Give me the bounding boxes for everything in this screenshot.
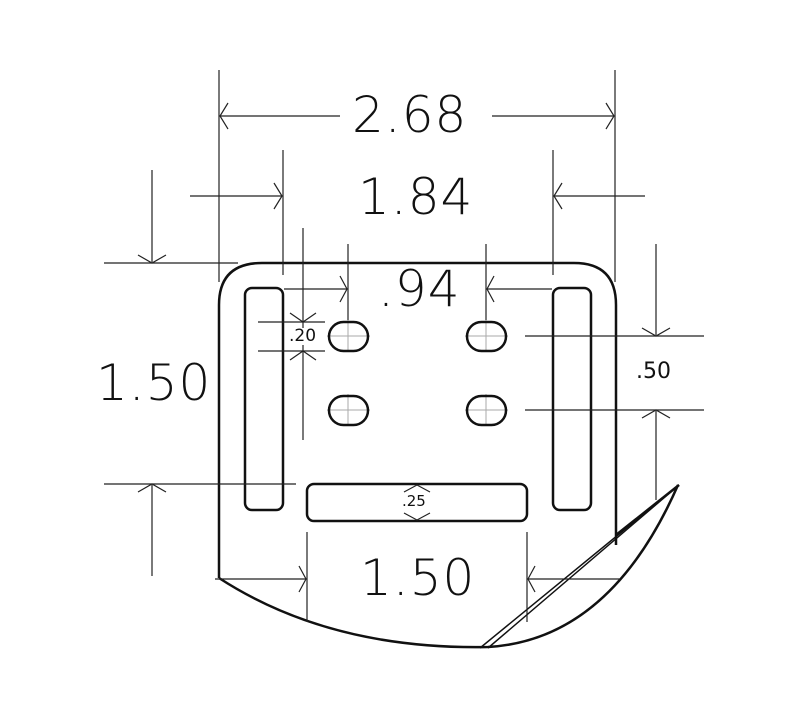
dimension-lines [104, 70, 704, 622]
vertical-slots [243, 286, 593, 512]
oval-holes [327, 320, 508, 427]
dim-slot-spacing-width: 1.84 [358, 168, 474, 226]
section-cut [479, 484, 680, 649]
dim-overall-width: 2.68 [352, 86, 468, 144]
dim-hole-spacing-width: .94 [378, 260, 461, 318]
dim-hole-vertical-spacing: .50 [636, 359, 671, 384]
dim-bottom-slot-width: 1.50 [360, 549, 476, 607]
horizontal-slot [305, 482, 529, 523]
part-outline [217, 261, 680, 649]
dim-hole-height: .20 [289, 326, 317, 346]
dim-overall-height: 1.50 [96, 354, 212, 412]
dim-bottom-slot-height: .25 [402, 492, 426, 510]
